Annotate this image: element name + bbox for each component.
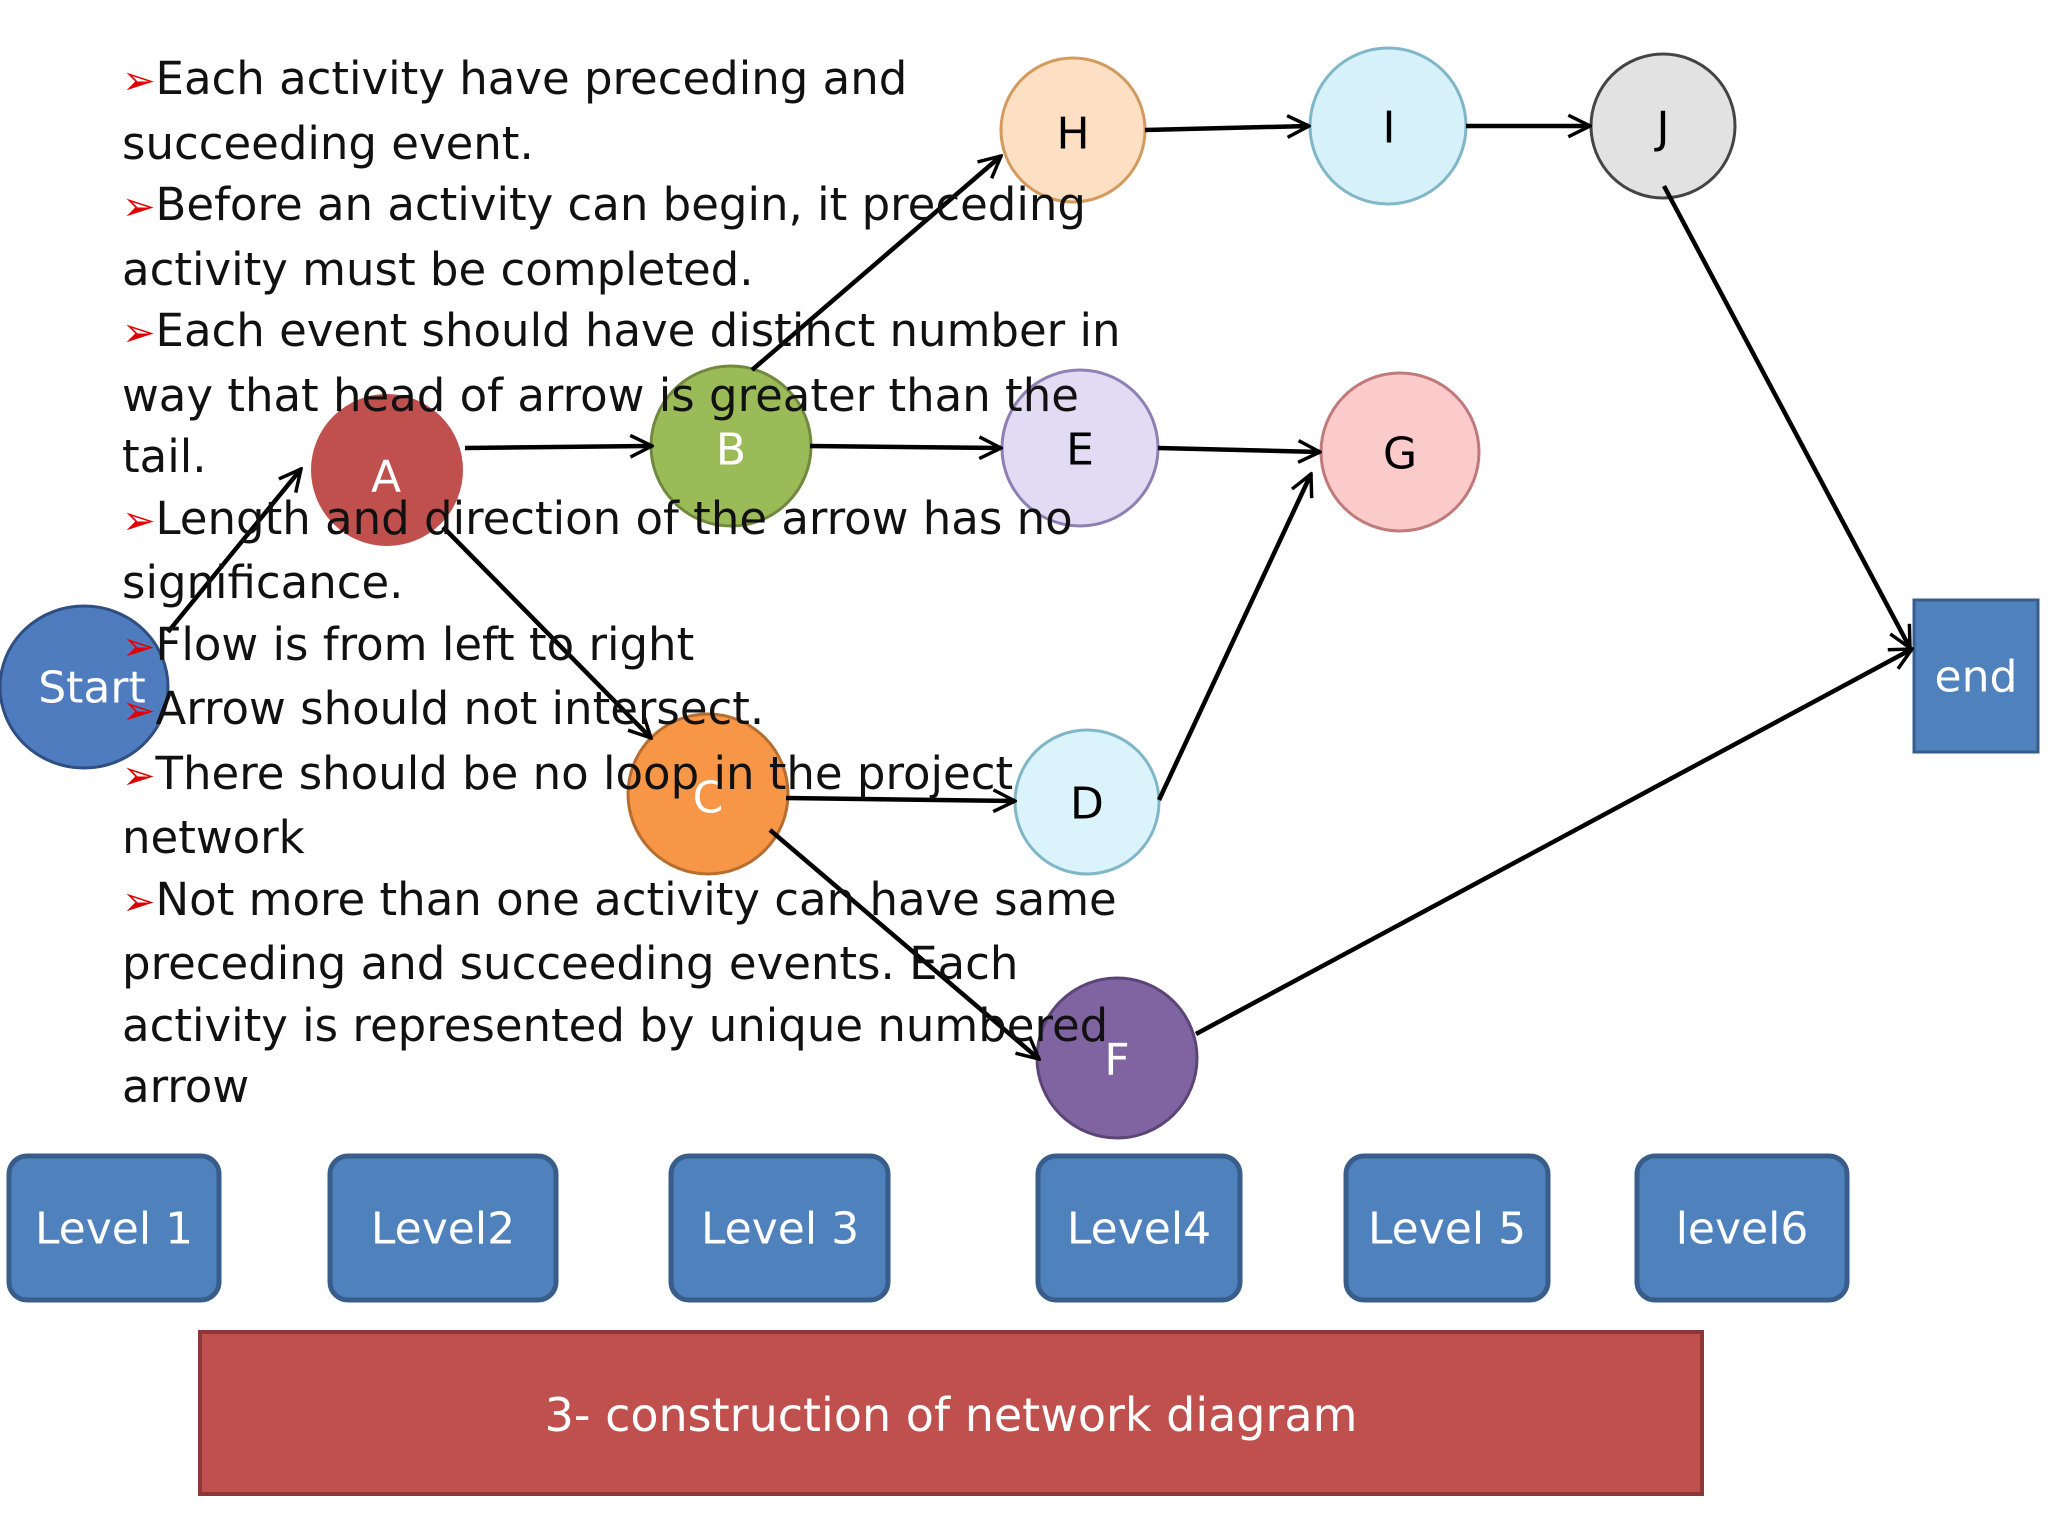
rule-text: Length and direction of the arrow has no… [122,491,1073,610]
level-box-2-label: Level2 [371,1204,515,1255]
arrow-bullet-icon: ➢ [122,623,156,670]
arrows [166,126,1912,1059]
node-h-label: H [1056,109,1089,160]
arrow-b-to-e [809,446,1001,448]
rule-text: Flow is from left to right [155,617,695,671]
rule-item: ➢Each event should have distinct number … [122,300,1122,488]
arrow-f-to-end [1194,647,1912,1036]
arrow-e-to-g [1157,448,1320,452]
node-c-shape [626,712,790,876]
rule-item: ➢Each activity have preceding and succee… [122,48,1122,174]
node-d-label: D [1070,779,1104,830]
arrow-bullet-icon: ➢ [122,878,156,925]
level-box-1-label: Level 1 [35,1204,193,1255]
level-box-2: Level2 [327,1153,559,1303]
level-box-6-label: level6 [1676,1204,1809,1255]
node-c: C [626,712,790,876]
node-f: F [1035,976,1199,1140]
arrow-bullet-icon: ➢ [122,184,156,230]
arrow-bullet-icon: ➢ [122,58,156,104]
node-a-shape [305,388,469,552]
level-box-4-shape [1035,1153,1243,1303]
rule-text: Each activity have preceding and succeed… [122,52,908,170]
arrow-c-to-f [768,828,1039,1059]
arrow-bullet-icon: ➢ [122,752,156,799]
arrow-bullet-icon: ➢ [122,497,156,544]
rule-item: ➢Flow is from left to right [122,614,1122,679]
rule-item: ➢Not more than one activity can have sam… [122,869,1122,1118]
rule-item: ➢Length and direction of the arrow has n… [122,488,1122,614]
node-i-label: I [1383,103,1396,154]
level-box-4-label: Level4 [1067,1204,1211,1255]
node-e-label: E [1066,425,1094,476]
arrow-d-to-g [1156,474,1311,801]
rule-text: Arrow should not intersect. [155,682,765,735]
rule-item: ➢Before an activity can begin, it preced… [122,174,1122,300]
node-g-label: G [1383,429,1417,480]
level-box-5: Level 5 [1343,1153,1551,1303]
arrow-a-to-c [441,525,651,738]
level-box-4: Level4 [1035,1153,1243,1303]
node-e: E [1000,368,1160,528]
node-d: D [1013,728,1161,876]
arrow-c-to-d [785,798,1015,801]
node-h: H [999,56,1147,204]
level-box-1: Level 1 [6,1153,222,1303]
arrow-h-to-i [1144,126,1309,130]
rule-text: Not more than one activity can have same… [122,872,1117,1114]
node-b-label: B [716,425,746,476]
node-j-label: J [1654,103,1670,154]
node-start-label: Start [38,663,146,714]
level-box-5-shape [1343,1153,1551,1303]
node-a-label: A [371,452,401,503]
banner-label: 3- construction of network diagram [545,1388,1358,1442]
arrow-j-to-end [1662,184,1912,648]
banner-shape [198,1330,1704,1496]
node-end-shape [1912,598,2040,754]
rule-text: Each event should have distinct number i… [122,304,1121,483]
level-box-1-shape [6,1153,222,1303]
node-start-shape [0,604,170,770]
level-box-2-shape [327,1153,559,1303]
arrow-b-to-h [750,156,1001,372]
rule-item: ➢Arrow should not intersect. [122,678,1122,743]
node-j: J [1589,52,1737,200]
levels-row: Level 1 Level2 Level 3 Level4 Level 5 le… [6,1153,1850,1303]
rules-list: ➢Each activity have preceding and succee… [122,48,1122,1118]
rule-text: There should be no loop in the project n… [122,746,1014,865]
level-box-6-shape [1634,1153,1850,1303]
level-box-5-label: Level 5 [1368,1204,1526,1255]
node-g: G [1319,371,1481,533]
arrow-a-to-b [464,446,652,448]
arrow-start-to-a [166,469,301,634]
level-box-6: level6 [1634,1153,1850,1303]
rule-text: Before an activity can begin, it precedi… [122,178,1086,296]
arrow-bullet-icon: ➢ [122,310,156,356]
node-end: end [1912,598,2040,754]
banner: 3- construction of network diagram [198,1330,1704,1496]
level-box-3: Level 3 [668,1153,891,1303]
node-a: A [305,388,469,552]
node-i: I [1308,46,1468,206]
node-c-label: C [693,773,724,824]
level-box-3-shape [668,1153,891,1303]
node-end-label: end [1935,652,2018,703]
arrow-bullet-icon: ➢ [122,688,156,734]
rule-item: ➢There should be no loop in the project … [122,743,1122,869]
node-f-label: F [1104,1035,1129,1086]
node-start: Start [0,604,170,770]
level-box-3-label: Level 3 [701,1204,859,1255]
